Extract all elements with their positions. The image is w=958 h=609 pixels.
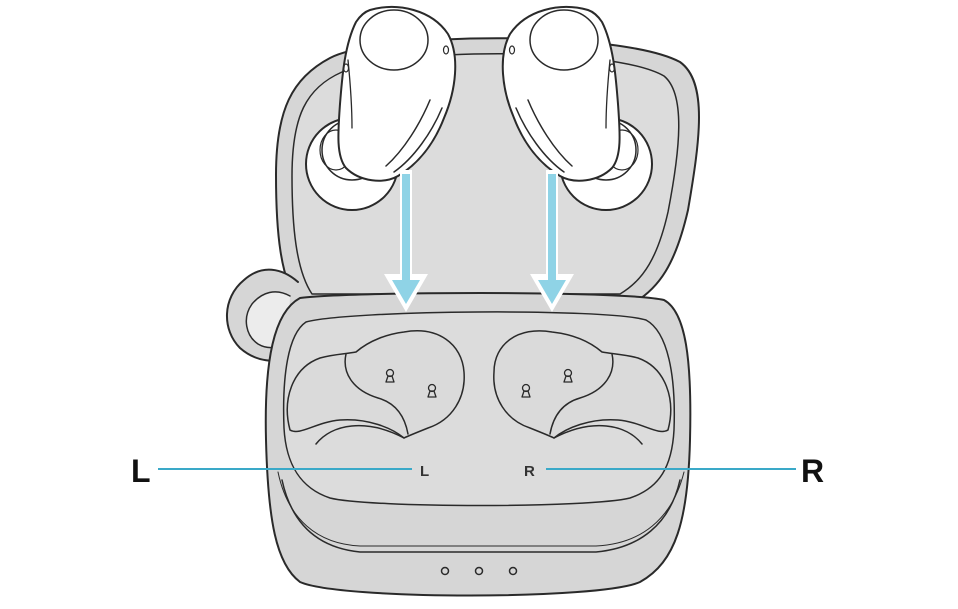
- right-callout-label: R: [801, 453, 824, 489]
- led-dot-icon: [440, 566, 450, 576]
- led-dot-icon: [474, 566, 484, 576]
- case-base: [264, 292, 692, 597]
- left-charging-pins: [385, 368, 437, 398]
- left-cradle: [286, 330, 465, 445]
- down-arrow-icon: [530, 170, 574, 312]
- led-dot-icon: [508, 566, 518, 576]
- down-arrow-icon: [384, 170, 428, 312]
- left-callout-label: L: [131, 453, 151, 489]
- case-right-marking: R: [524, 463, 535, 480]
- right-cradle: [493, 330, 672, 445]
- status-leds: [440, 566, 518, 576]
- earbud-right-icon: [501, 6, 653, 211]
- insert-arrows: [384, 170, 574, 312]
- right-charging-pins: [521, 368, 573, 398]
- case-left-marking: L: [420, 463, 429, 480]
- earbud-left-icon: [305, 6, 457, 211]
